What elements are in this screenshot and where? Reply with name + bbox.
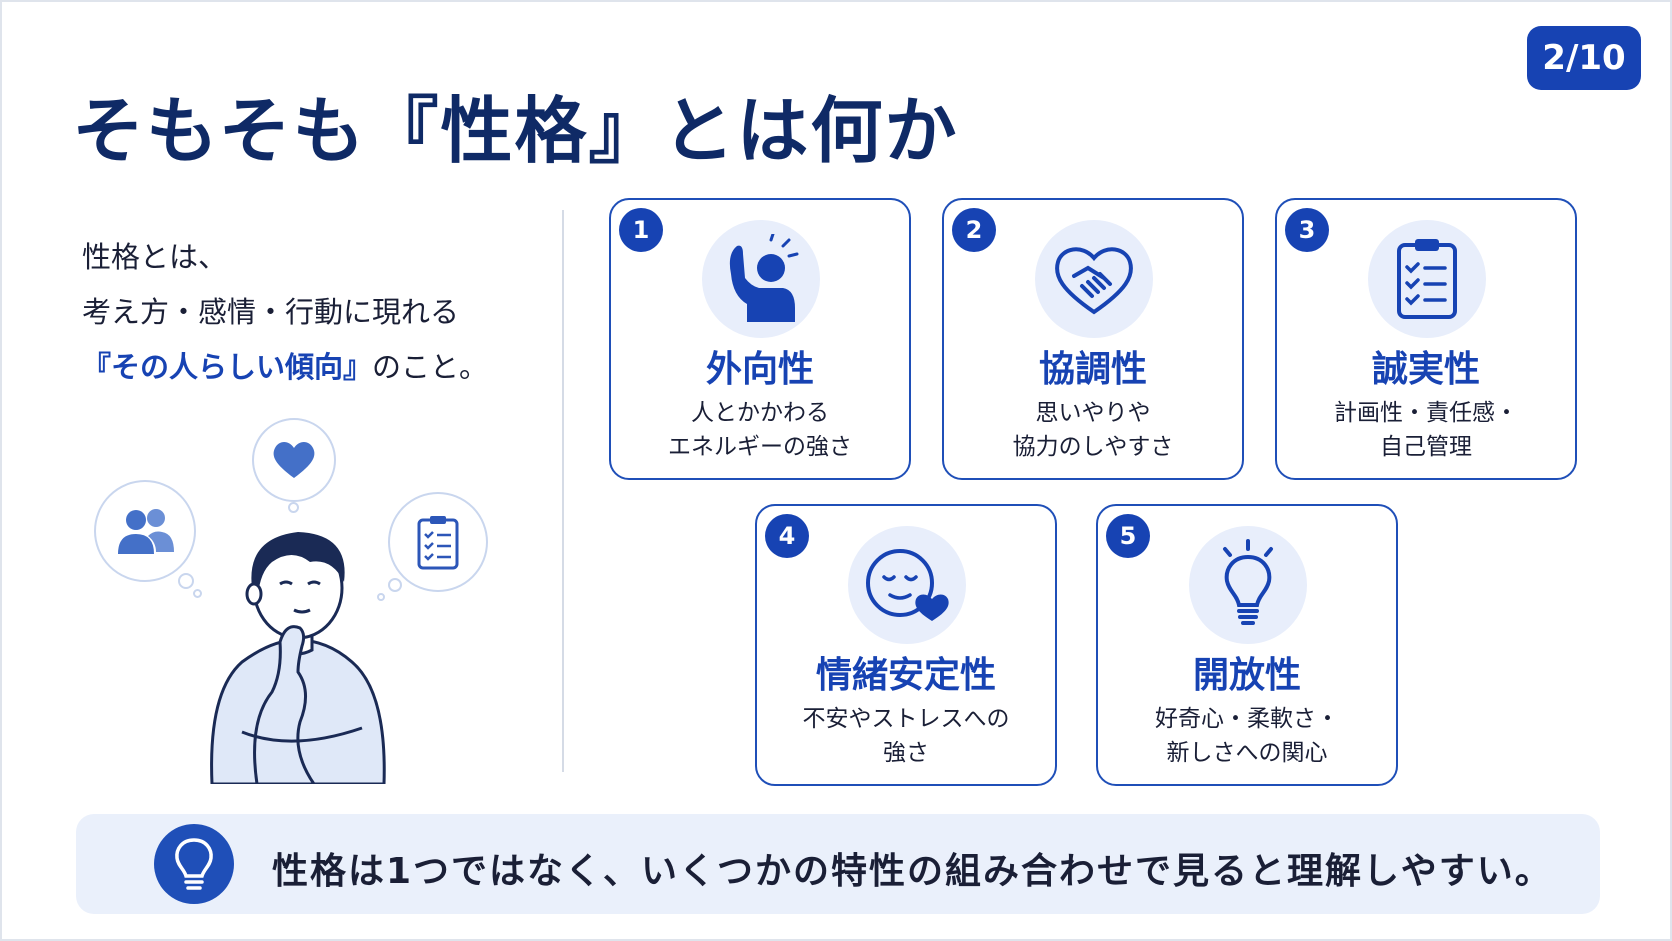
trait-description: 思いやりや 協力のしやすさ: [1012, 400, 1174, 460]
thought-dot: [288, 502, 299, 513]
intro-line-1: 性格とは、: [82, 240, 228, 274]
thinking-person-figure: [210, 532, 386, 784]
trait-card-openness: 5 開放性 好奇心・柔軟さ・ 新しさへの関心: [1096, 504, 1398, 786]
thought-bubble-heart: [252, 418, 336, 502]
page-title: そもそも『性格』とは何か: [72, 89, 959, 173]
trait-number-badge: 2: [952, 208, 996, 252]
trait-card-emotional-stability: 4 情緒安定性 不安やストレスへの 強さ: [755, 504, 1057, 786]
intro-line-2: 考え方・感情・行動に現れる: [82, 295, 460, 329]
raised-hand-person-icon: [729, 234, 799, 322]
intro-highlight: 『その人らしい傾向』: [82, 350, 373, 384]
trait-name: 外向性: [705, 349, 814, 390]
trait-card-agreeableness: 2 協調性 思いやりや 協力のしやすさ: [942, 198, 1244, 480]
vertical-divider: [562, 210, 564, 772]
lightbulb-icon: [1223, 539, 1273, 625]
thought-bubble-people: [94, 480, 196, 582]
intro-text: 性格とは、 考え方・感情・行動に現れる 『その人らしい傾向』のこと。: [82, 230, 488, 395]
intro-line-3: 『その人らしい傾向』のこと。: [82, 340, 488, 395]
trait-description: 好奇心・柔軟さ・ 新しさへの関心: [1155, 706, 1339, 766]
thought-dot: [178, 573, 194, 589]
summary-bar: 性格は1つではなく、いくつかの特性の組み合わせで見ると理解しやすい。: [76, 814, 1600, 914]
trait-description: 計画性・責任感・ 自己管理: [1334, 400, 1518, 460]
thought-bubble-checklist: [388, 492, 488, 592]
clipboard-checklist-icon: [1397, 239, 1457, 319]
trait-number-badge: 3: [1285, 208, 1329, 252]
trait-number-badge: 1: [619, 208, 663, 252]
summary-message: 性格は1つではなく、いくつかの特性の組み合わせで見ると理解しやすい。: [272, 851, 1553, 892]
trait-number-badge: 5: [1106, 514, 1150, 558]
thought-dot: [388, 578, 402, 592]
lightbulb-icon: [175, 838, 213, 890]
trait-description: 不安やストレスへの 強さ: [802, 706, 1010, 766]
heart-icon: [273, 442, 315, 478]
handshake-heart-icon: [1055, 247, 1133, 315]
trait-description: 人とかかわる エネルギーの強さ: [668, 400, 852, 460]
trait-name: 開放性: [1192, 655, 1301, 696]
clipboard-checklist-icon: [417, 516, 459, 570]
trait-name: 誠実性: [1371, 349, 1480, 390]
trait-name: 協調性: [1038, 349, 1147, 390]
intro-line-3-rest: のこと。: [372, 350, 489, 384]
trait-card-conscientiousness: 3 誠実性 計画性・責任感・ 自己管理: [1275, 198, 1577, 480]
page-indicator: 2/10: [1527, 26, 1641, 90]
calm-face-heart-icon: [866, 549, 949, 621]
thought-dot: [377, 593, 385, 601]
trait-name: 情緒安定性: [815, 655, 996, 696]
trait-card-extraversion: 1 外向性 人とかかわる エネルギーの強さ: [609, 198, 911, 480]
trait-number-badge: 4: [765, 514, 809, 558]
people-icon: [118, 509, 174, 554]
thought-dot: [193, 589, 202, 598]
